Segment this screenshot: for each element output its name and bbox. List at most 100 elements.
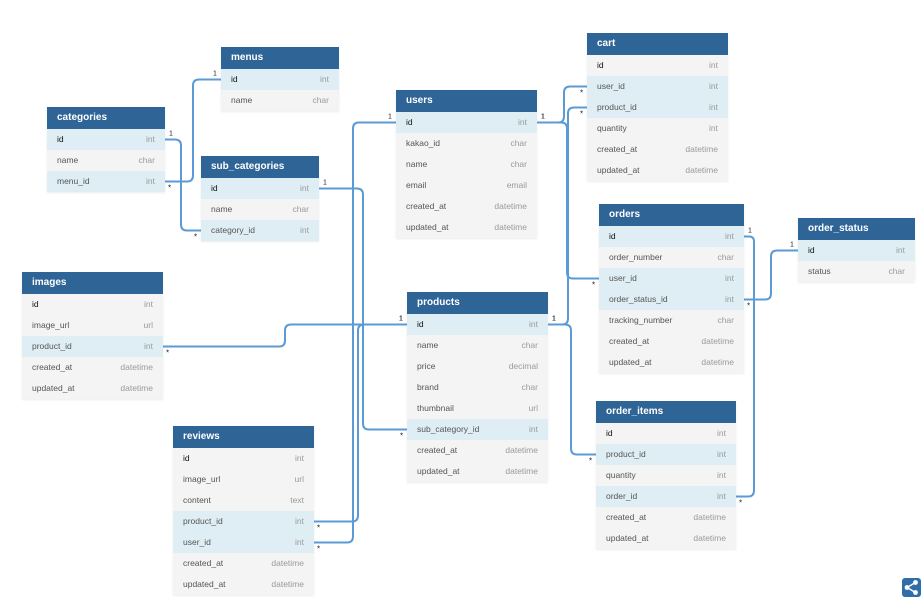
- relationship-line[interactable]: [163, 323, 407, 348]
- relationship-line[interactable]: [537, 121, 599, 280]
- field-name: id: [597, 60, 604, 70]
- field-type: char: [510, 138, 527, 148]
- table-title: categories: [47, 107, 165, 129]
- field-name: created_at: [32, 362, 73, 372]
- field-type: int: [295, 537, 304, 547]
- field-name: id: [32, 299, 39, 309]
- table-title: products: [407, 292, 548, 314]
- cardinality-many: *: [747, 302, 750, 311]
- table-title: images: [22, 272, 163, 294]
- table-title: menus: [221, 47, 339, 69]
- cardinality-one: 1: [541, 114, 545, 121]
- field-name: created_at: [183, 558, 224, 568]
- field-name: user_id: [597, 81, 625, 91]
- relationship-line[interactable]: [319, 187, 407, 431]
- field-type: int: [146, 134, 155, 144]
- relationship-line[interactable]: [165, 138, 201, 232]
- field-name: image_url: [32, 320, 70, 330]
- field-name: category_id: [211, 225, 255, 235]
- field-name: thumbnail: [417, 403, 454, 413]
- field-name: id: [211, 183, 218, 193]
- cardinality-one: 1: [552, 316, 556, 323]
- cardinality-many: *: [580, 110, 583, 119]
- field-row: name char: [47, 150, 165, 171]
- relationship-line[interactable]: [548, 323, 596, 456]
- field-type: email: [506, 180, 527, 190]
- table-title: cart: [587, 33, 728, 55]
- field-type: int: [518, 117, 527, 127]
- relationship-line[interactable]: [314, 121, 396, 544]
- field-name: product_id: [606, 449, 646, 459]
- field-name: brand: [417, 382, 439, 392]
- field-name: product_id: [32, 341, 72, 351]
- field-type: char: [888, 266, 905, 276]
- share-button[interactable]: [902, 578, 921, 597]
- table-title: sub_categories: [201, 156, 319, 178]
- field-name: id: [231, 74, 238, 84]
- field-type: text: [290, 495, 304, 505]
- field-type: char: [138, 155, 155, 165]
- field-type: datetime: [271, 579, 304, 589]
- cardinality-one: 1: [399, 316, 403, 323]
- field-type: datetime: [701, 357, 734, 367]
- field-type: decimal: [508, 361, 538, 371]
- field-name: created_at: [417, 445, 458, 455]
- cardinality-many: *: [589, 457, 592, 466]
- field-name: updated_at: [597, 165, 640, 175]
- field-name: name: [57, 155, 79, 165]
- field-name: order_status_id: [609, 294, 668, 304]
- field-type: int: [295, 516, 304, 526]
- field-type: int: [529, 424, 538, 434]
- field-name: image_url: [183, 474, 221, 484]
- field-type: int: [717, 449, 726, 459]
- field-name: updated_at: [406, 222, 449, 232]
- relationship-line[interactable]: [744, 249, 798, 301]
- field-name: menu_id: [57, 176, 90, 186]
- table-title: orders: [599, 204, 744, 226]
- cardinality-many: *: [592, 281, 595, 290]
- field-type: int: [725, 231, 734, 241]
- cardinality-one: 1: [169, 131, 173, 138]
- field-type: char: [717, 315, 734, 325]
- field-type: int: [725, 294, 734, 304]
- relationship-line[interactable]: [314, 323, 407, 523]
- field-type: int: [717, 470, 726, 480]
- cardinality-many: *: [739, 499, 742, 508]
- field-name: updated_at: [183, 579, 226, 589]
- relationship-line[interactable]: [165, 78, 221, 183]
- field-name: order_number: [609, 252, 663, 262]
- relationship-line[interactable]: [736, 235, 755, 498]
